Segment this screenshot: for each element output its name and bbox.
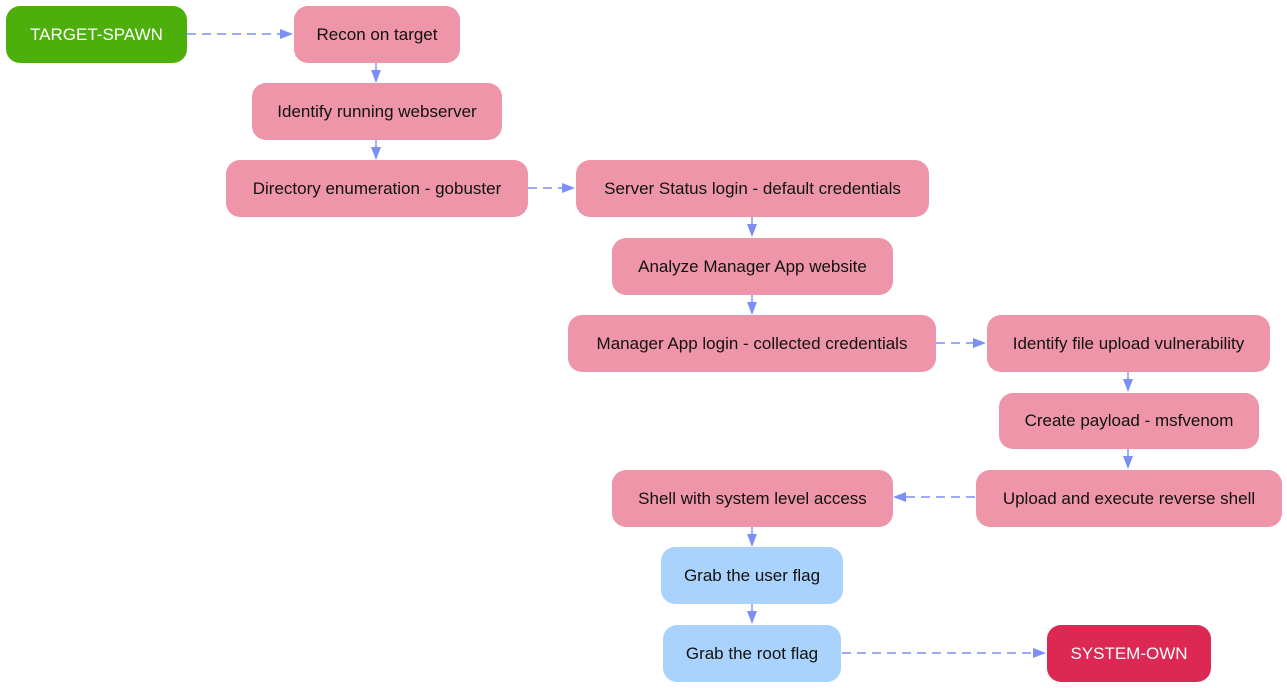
node-manager-app-login: Manager App login - collected credential…	[568, 315, 936, 372]
edge-upload-execute-to-shell-access	[893, 492, 975, 502]
edge-identify-webserver-to-dir-enum	[371, 140, 381, 160]
edge-target-spawn-to-recon	[187, 29, 293, 39]
edge-user-flag-to-root-flag	[747, 604, 757, 624]
edge-shell-access-to-user-flag	[747, 527, 757, 547]
node-target-spawn: TARGET-SPAWN	[6, 6, 187, 63]
node-recon-on-target: Recon on target	[294, 6, 460, 63]
node-grab-root-flag: Grab the root flag	[663, 625, 841, 682]
edge-root-flag-to-system-own	[842, 648, 1046, 658]
node-shell-system-level-access: Shell with system level access	[612, 470, 893, 527]
node-grab-user-flag: Grab the user flag	[661, 547, 843, 604]
node-analyze-manager-app: Analyze Manager App website	[612, 238, 893, 295]
node-identify-file-upload-vulnerability: Identify file upload vulnerability	[987, 315, 1270, 372]
edge-recon-to-identify-webserver	[371, 63, 381, 83]
node-create-payload: Create payload - msfvenom	[999, 393, 1259, 449]
edge-identify-upload-to-create-payload	[1123, 372, 1133, 392]
node-upload-execute-reverse-shell: Upload and execute reverse shell	[976, 470, 1282, 527]
edge-dir-enum-to-server-status-login	[528, 183, 575, 193]
node-system-own: SYSTEM-OWN	[1047, 625, 1211, 682]
node-directory-enumeration: Directory enumeration - gobuster	[226, 160, 528, 217]
node-server-status-login: Server Status login - default credential…	[576, 160, 929, 217]
node-identify-running-webserver: Identify running webserver	[252, 83, 502, 140]
edge-server-status-to-analyze-manager	[747, 217, 757, 237]
edge-manager-login-to-identify-upload	[936, 338, 986, 348]
edge-create-payload-to-upload-execute	[1123, 449, 1133, 469]
edge-analyze-manager-to-manager-login	[747, 295, 757, 315]
